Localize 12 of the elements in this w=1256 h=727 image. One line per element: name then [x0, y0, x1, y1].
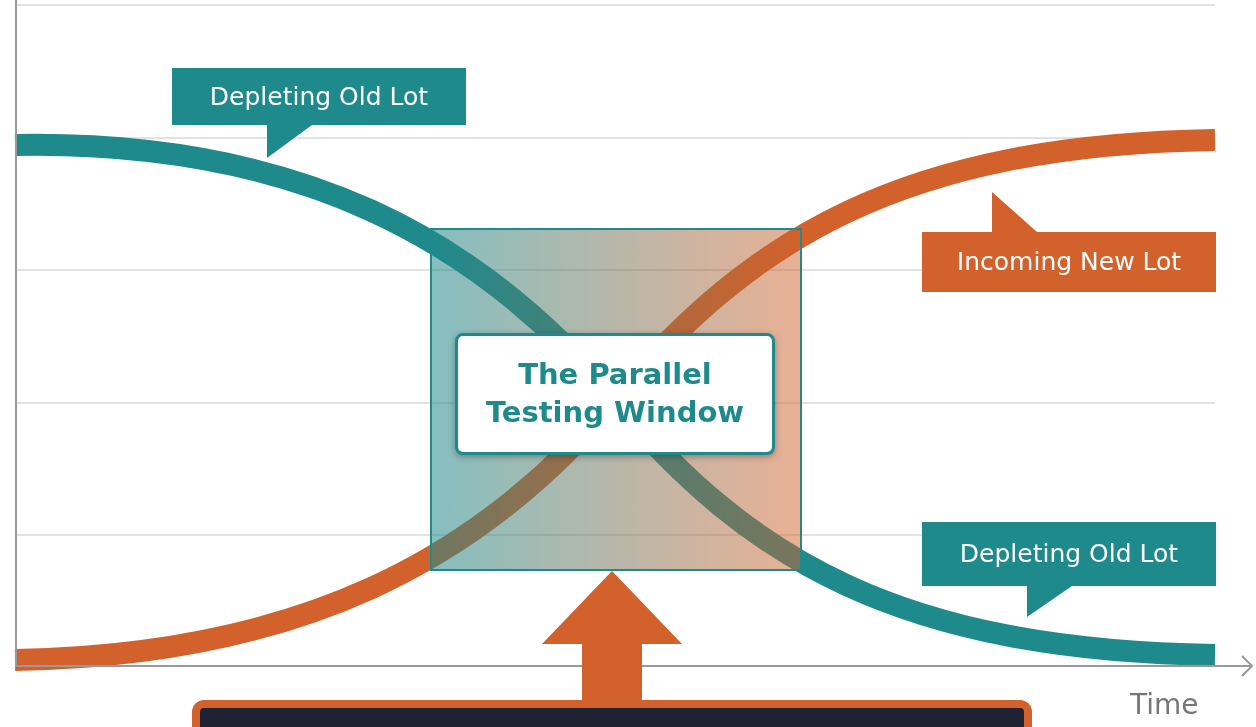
window-label-card — [455, 333, 775, 455]
callout-bubble — [172, 68, 466, 158]
arrow — [542, 571, 682, 700]
window-region — [430, 228, 802, 571]
callout-text: Incoming New Lot — [955, 246, 1183, 278]
callout-bubble — [922, 192, 1216, 292]
window-title: The Parallel Testing Window — [484, 356, 746, 431]
callout-text: Depleting Old Lot — [958, 538, 1180, 570]
callout-bubble — [922, 522, 1216, 617]
callout-text: Depleting Old Lot — [208, 81, 430, 113]
axis-label: Time — [1130, 688, 1199, 721]
info-panel — [192, 700, 1032, 727]
